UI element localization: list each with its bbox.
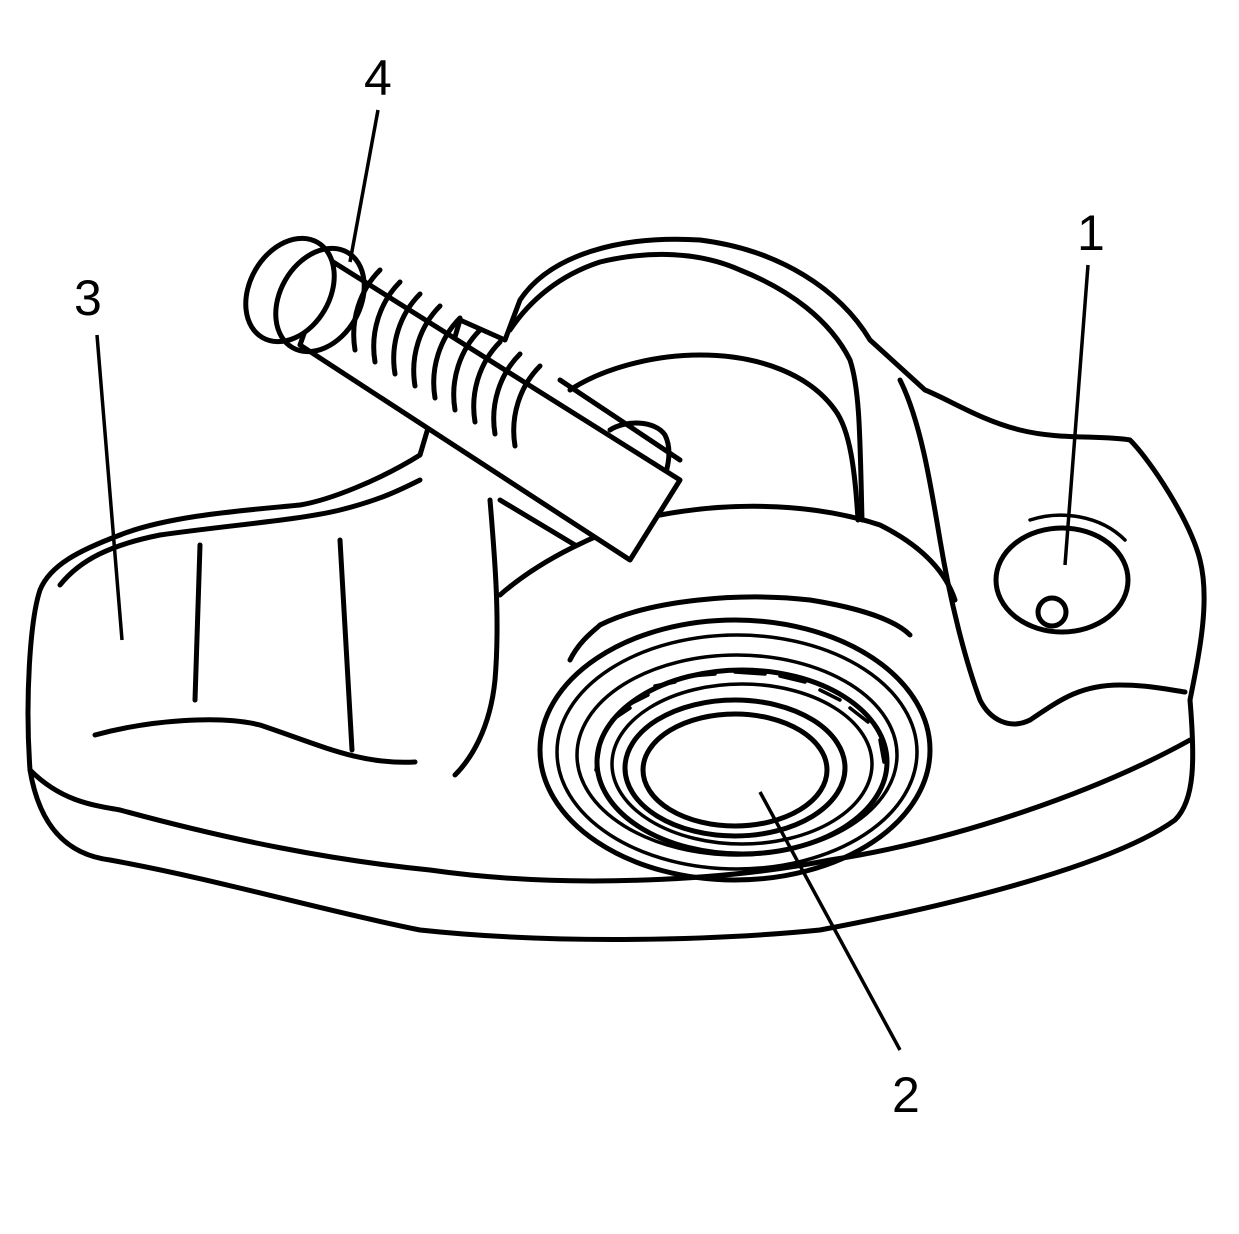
callout-3-label: 3 [74, 270, 102, 326]
callout-1-leader [1063, 264, 1090, 566]
mounting-hole [993, 513, 1131, 635]
callout-2-leader [758, 791, 902, 1051]
callout-1-label: 1 [1077, 205, 1105, 261]
bearing-housing [497, 503, 958, 883]
bracket-body [25, 236, 1207, 942]
left-flange [57, 477, 500, 778]
bearing [594, 667, 890, 857]
callout-2-label: 2 [892, 1067, 920, 1123]
callout-3-leader [95, 334, 124, 641]
callout-4-leader [348, 109, 380, 263]
threaded-stud [243, 235, 683, 563]
callout-4-label: 4 [364, 50, 392, 106]
